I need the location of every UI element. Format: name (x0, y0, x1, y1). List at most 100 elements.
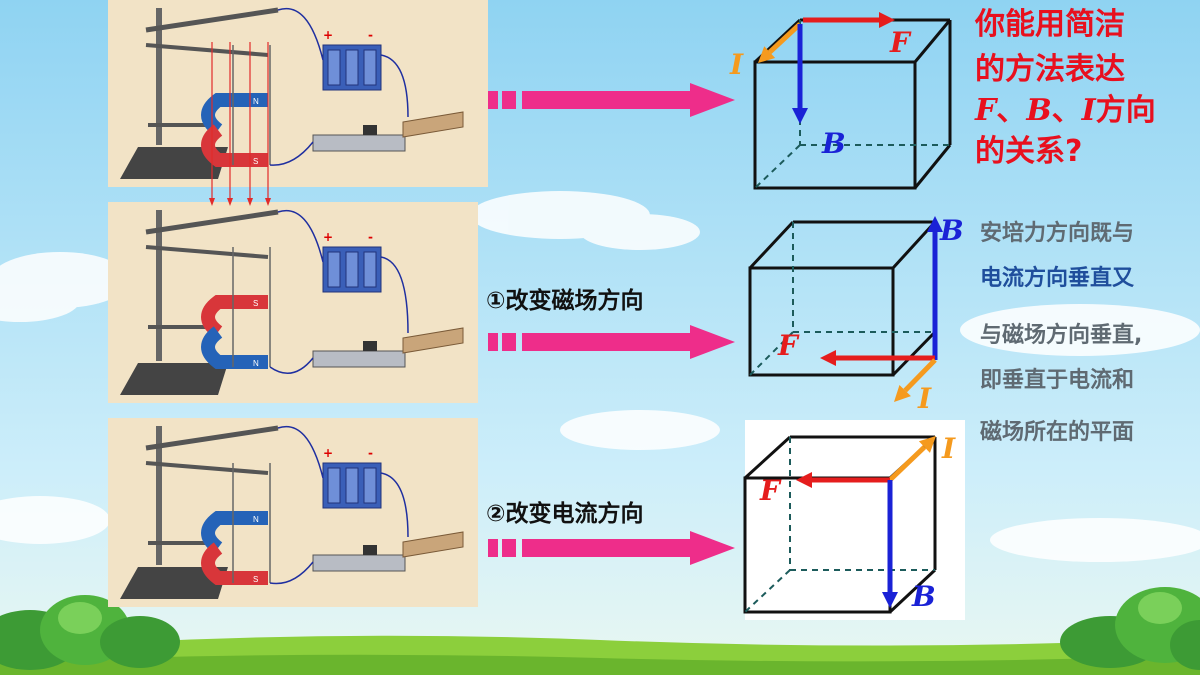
step1-label: ①改变磁场方向 (486, 288, 644, 314)
battery-plus: + (323, 446, 333, 460)
stand-pole (156, 8, 162, 145)
stand-arm-upper (145, 209, 279, 235)
cube-edge (743, 435, 792, 480)
vector-current-shaft (888, 445, 927, 482)
explanation-line-5: 磁场所在的平面 (980, 420, 1135, 445)
clouds (0, 191, 1200, 562)
step2-label: ②改变电流方向 (486, 501, 644, 527)
cube-hidden-edge (754, 144, 801, 189)
magnet-pole-bottom: S (253, 575, 258, 584)
stand-pole (156, 210, 162, 361)
pink-arrow-dash (502, 91, 516, 109)
vector-field-head (882, 592, 898, 608)
apparatus-row-3: N S + - (108, 418, 478, 607)
circuit-wire (277, 209, 324, 263)
explanation-line-2: 电流方向垂直又 (980, 266, 1135, 291)
circuit-wire (380, 472, 409, 538)
magnet-pole-bottom: S (253, 157, 258, 166)
cube-edge (748, 220, 795, 270)
pink-arrow-dash (502, 539, 516, 557)
vector-field-head (792, 108, 808, 124)
circuit-wire (277, 425, 324, 479)
stand-arm-lower (145, 43, 269, 57)
bush-left (0, 595, 180, 670)
label-current: I (917, 382, 932, 415)
stand-arm-upper (145, 425, 279, 451)
question-sep-1: 、 (996, 93, 1027, 128)
field-line-arrowhead (265, 198, 271, 206)
label-current: I (941, 432, 956, 465)
stand-arm-lower (145, 245, 269, 259)
stand-arm-upper (145, 7, 279, 33)
question-var-b: B (1026, 93, 1052, 128)
pink-arrow-body (522, 325, 735, 359)
cube-edge (891, 220, 937, 270)
circuit-wire (269, 141, 314, 166)
question-line-1: 你能用简洁 (975, 7, 1125, 42)
vector-field-head (927, 216, 943, 232)
stand-base (120, 567, 228, 599)
circuit-wire (277, 7, 324, 61)
cube-front-face (753, 60, 917, 190)
battery-plus: + (323, 28, 333, 42)
cube-edge (891, 330, 937, 377)
apparatus-row-2: SN+- (108, 202, 478, 403)
battery-minus: - (368, 446, 373, 460)
rheostat-slider (363, 125, 377, 135)
vector-force-head (879, 12, 895, 28)
magnet-pole-top: N (253, 515, 259, 524)
cube-edge (913, 19, 952, 63)
pink-arrow-body (522, 531, 735, 565)
pink-arrow-body (522, 83, 735, 117)
pink-arrow-dash (488, 333, 498, 351)
question-var-i: I (1081, 93, 1096, 128)
circuit-wire (269, 561, 314, 585)
circuit-wire (380, 54, 409, 118)
circuit-wire (269, 357, 314, 374)
cube-2: B F I (748, 214, 964, 415)
battery-minus: - (368, 28, 373, 42)
field-line-arrowhead (247, 198, 253, 206)
explanation-line-1: 安培力方向既与 (980, 221, 1135, 246)
cube-3: I F B (743, 420, 965, 620)
vector-current-head (918, 436, 936, 453)
label-field: B (939, 214, 964, 247)
question-line-2: 的方法表达 (975, 52, 1125, 87)
vector-force-head (796, 472, 812, 488)
label-field: B (911, 580, 936, 613)
explanation-line-4: 即垂直于电流和 (980, 368, 1135, 393)
field-line-arrowhead (209, 198, 215, 206)
field-line-arrowhead (227, 198, 233, 206)
rheostat-slider (363, 545, 377, 555)
battery-cell (363, 49, 377, 86)
pink-arrow-dash (488, 539, 498, 557)
cube-edge (913, 144, 952, 189)
switch (402, 111, 464, 138)
apparatus-row-1: N S + - (108, 0, 488, 187)
battery-cell (363, 251, 377, 288)
magnet-pole-top: S (253, 299, 258, 308)
label-force: F (889, 26, 912, 59)
vector-current-shaft (768, 22, 802, 54)
battery-cell (363, 467, 377, 504)
explanation-line-3: 与磁场方向垂直, (980, 323, 1143, 348)
stand-arm-lower (145, 461, 269, 475)
magnet-pole-top: N (253, 97, 259, 106)
bush-right (1060, 587, 1200, 670)
label-force: F (777, 329, 800, 362)
switch (402, 531, 464, 558)
cube-3-panel (745, 420, 965, 620)
battery-cell (345, 49, 359, 86)
cube-1: FIB (729, 12, 952, 190)
battery-cell (327, 49, 341, 86)
label-force: F (759, 474, 782, 507)
question-line-4: 的关系? (975, 134, 1083, 169)
magnet-bottom-leg (201, 542, 268, 585)
vector-force-head (820, 350, 836, 366)
battery-minus: - (368, 230, 373, 244)
stand-pole (156, 426, 162, 565)
rheostat-slider (363, 341, 377, 351)
battery-plus: + (323, 230, 333, 244)
